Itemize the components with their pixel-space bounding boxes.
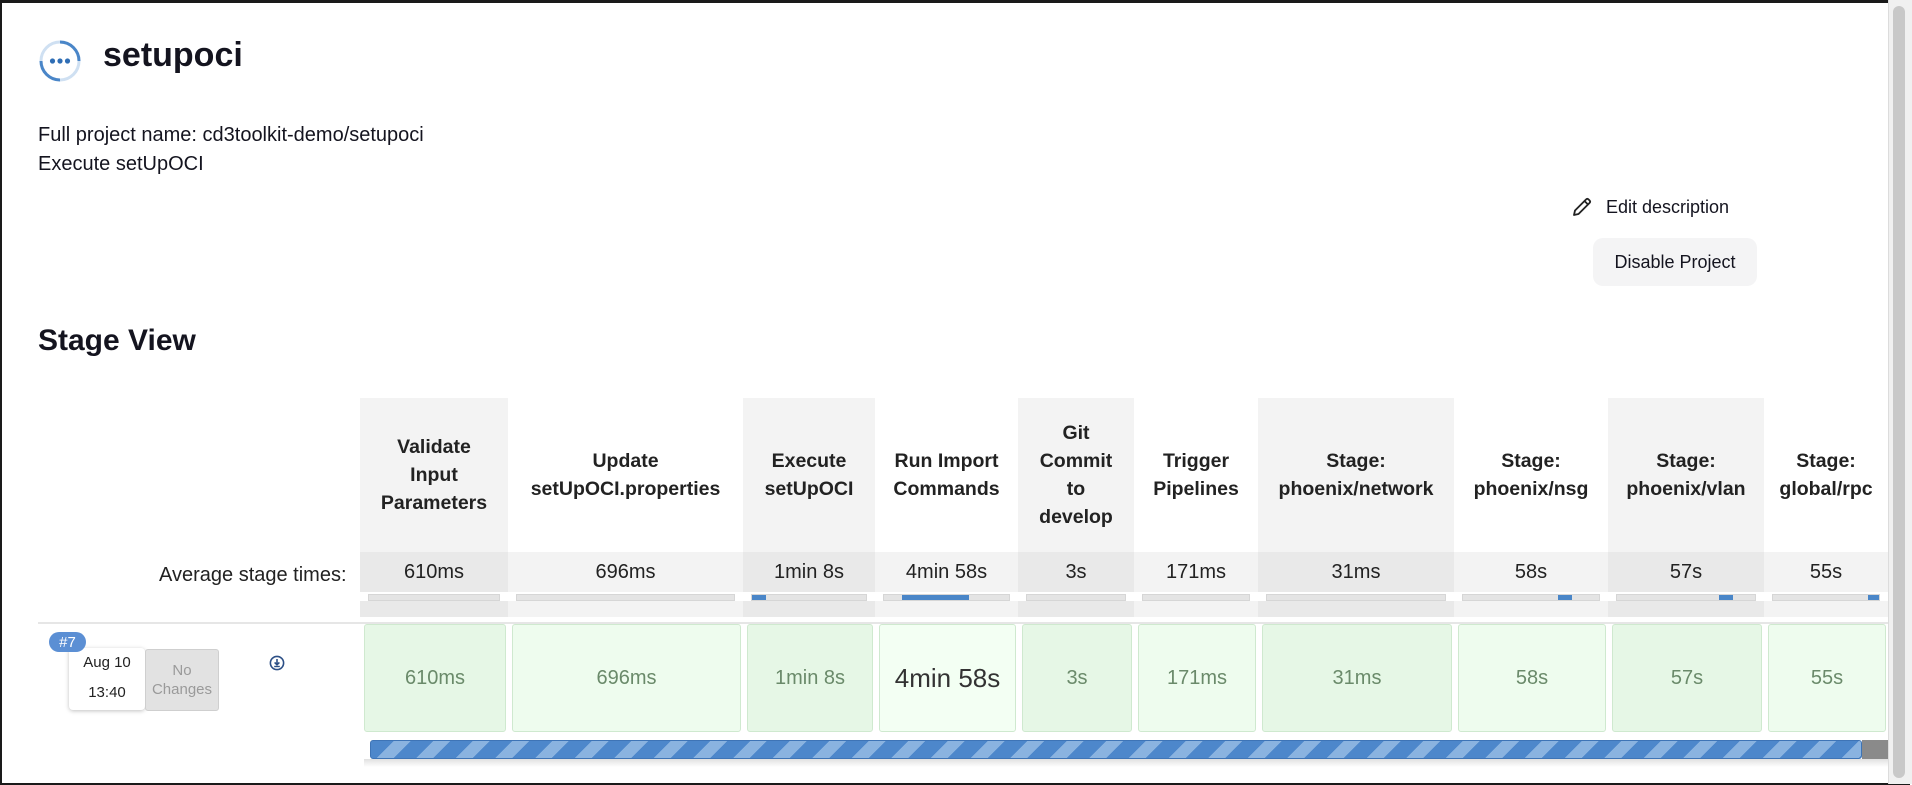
pencil-icon	[1573, 197, 1592, 216]
stage-average-time: 610ms	[360, 552, 508, 592]
build-datetime[interactable]: Aug 10 13:40	[69, 648, 145, 710]
stage-average-bar-fill	[901, 595, 969, 600]
stage-average-bar-fill	[752, 595, 766, 600]
stage-separator	[1764, 601, 1888, 617]
build-row-divider	[38, 622, 1888, 624]
stage-header: Trigger Pipelines	[1134, 398, 1258, 552]
stage-average-time: 57s	[1608, 552, 1764, 592]
stage-average-bar	[516, 594, 735, 601]
progress-shadow	[364, 759, 1888, 767]
stage-run-cell[interactable]: 55s	[1768, 624, 1886, 732]
stage-run-cell[interactable]: 57s	[1612, 624, 1762, 732]
scrollbar-thumb[interactable]	[1893, 6, 1905, 778]
stage-average-time: 4min 58s	[875, 552, 1018, 592]
stage-separator	[1018, 601, 1134, 617]
edit-description-label: Edit description	[1606, 196, 1730, 217]
stage-average-bar	[1772, 594, 1880, 601]
stage-name: Stage: phoenix/nsg	[1473, 450, 1589, 500]
stage-separator	[1258, 601, 1454, 617]
stage-run-cell[interactable]: 3s	[1022, 624, 1132, 732]
stage-run-cell[interactable]: 4min 58s	[879, 624, 1016, 732]
stage-average-bar	[368, 594, 500, 601]
build-date: Aug 10	[83, 654, 131, 671]
stage-average-bar	[1026, 594, 1126, 601]
stage-run-cell[interactable]: 610ms	[364, 624, 506, 732]
stage-average-time: 1min 8s	[743, 552, 875, 592]
stage-name: Trigger Pipelines	[1153, 450, 1239, 500]
disable-project-button[interactable]: Disable Project	[1593, 238, 1757, 286]
edit-description-link[interactable]: Edit description	[1570, 192, 1729, 222]
stage-average-bar	[883, 594, 1010, 601]
stage-header: Stage: phoenix/network	[1258, 398, 1454, 552]
stage-average-time: 58s	[1454, 552, 1608, 592]
stage-average-time: 171ms	[1134, 552, 1258, 592]
stage-name: Git Commit to develop	[1039, 422, 1113, 528]
stage-header: Stage: phoenix/nsg	[1454, 398, 1608, 552]
stage-average-bar-fill	[1868, 595, 1879, 600]
stage-run-cell[interactable]: 58s	[1458, 624, 1606, 732]
stage-header: Execute setUpOCI	[743, 398, 875, 552]
stage-average-bar	[1142, 594, 1250, 601]
stage-run-cell[interactable]: 171ms	[1138, 624, 1256, 732]
stage-average-time: 696ms	[508, 552, 743, 592]
no-changes-label: No Changes	[151, 662, 213, 698]
no-changes-box: No Changes	[145, 649, 219, 711]
stage-header: Validate Input Parameters	[360, 398, 508, 552]
stage-average-bar-fill	[1558, 595, 1572, 600]
stage-name: Run Import Commands	[893, 450, 1000, 500]
full-project-name: Full project name: cd3toolkit-demo/setup…	[38, 124, 424, 146]
stage-name: Execute setUpOCI	[764, 450, 854, 500]
stage-header: Stage: phoenix/vlan	[1608, 398, 1764, 552]
stage-header: Run Import Commands	[875, 398, 1018, 552]
stage-separator	[1134, 601, 1258, 617]
stage-separator	[1608, 601, 1764, 617]
stage-average-bar	[1266, 594, 1446, 601]
stage-run-cell[interactable]: 31ms	[1262, 624, 1452, 732]
stage-separator	[1454, 601, 1608, 617]
stage-average-bar	[751, 594, 867, 601]
stage-run-cell[interactable]: 1min 8s	[747, 624, 873, 732]
average-stage-times-label: Average stage times:	[159, 564, 347, 586]
progress-bar-end	[1862, 740, 1888, 759]
in-progress-ellipsis-icon	[39, 40, 81, 82]
page-title: setupoci	[103, 36, 243, 74]
stage-view-heading: Stage View	[38, 324, 196, 357]
stage-name: Update setUpOCI.properties	[530, 450, 721, 500]
stage-name: Stage: global/rpc	[1779, 450, 1873, 500]
stage-header: Stage: global/rpc	[1764, 398, 1888, 552]
stage-separator	[508, 601, 743, 617]
stage-separator	[875, 601, 1018, 617]
stage-name: Stage: phoenix/vlan	[1626, 450, 1746, 500]
download-circle-icon[interactable]	[269, 655, 285, 671]
stage-view-table: Validate Input Parameters 610ms 610ms Updat…	[360, 398, 1888, 784]
stage-separator	[743, 601, 875, 617]
stage-run-cell[interactable]: 696ms	[512, 624, 741, 732]
stage-average-time: 31ms	[1258, 552, 1454, 592]
build-time: 13:40	[88, 684, 126, 701]
stage-average-bar	[1616, 594, 1756, 601]
stage-separator	[360, 601, 508, 617]
stage-name: Validate Input Parameters	[380, 436, 488, 514]
build-progress-bar	[370, 740, 1862, 759]
stage-name: Stage: phoenix/network	[1278, 450, 1434, 500]
stage-average-time: 3s	[1018, 552, 1134, 592]
build-number-badge[interactable]: #7	[49, 632, 86, 652]
stage-average-bar	[1462, 594, 1600, 601]
stage-header: Update setUpOCI.properties	[508, 398, 743, 552]
stage-average-bar-fill	[1719, 595, 1733, 600]
project-description: Execute setUpOCI	[38, 153, 204, 175]
stage-header: Git Commit to develop	[1018, 398, 1134, 552]
stage-average-time: 55s	[1764, 552, 1888, 592]
